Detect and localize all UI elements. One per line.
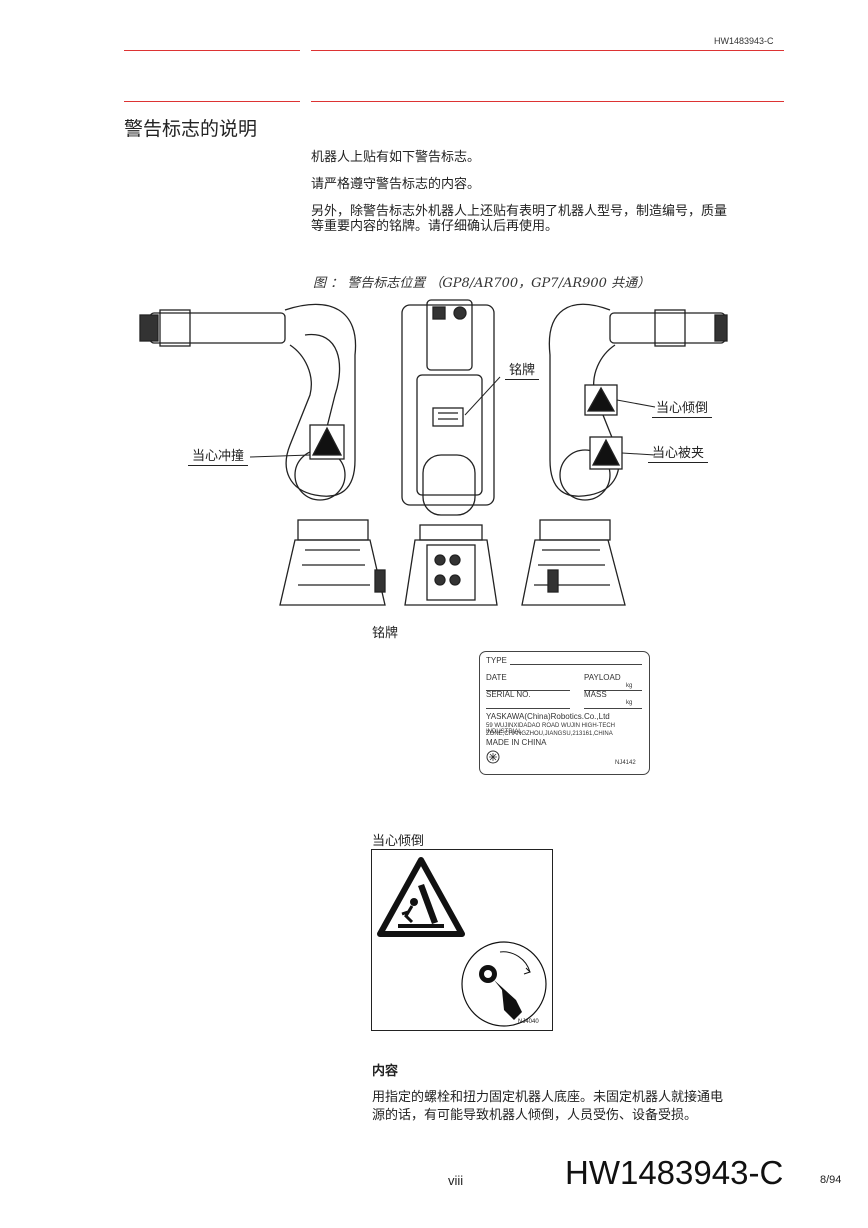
paragraph-3-line-2: 等重要内容的铭牌。请仔细确认后再使用。 xyxy=(311,219,559,234)
nameplate-mass: MASS xyxy=(584,690,607,699)
yaskawa-logo-icon xyxy=(486,750,500,764)
nameplate-type: TYPE xyxy=(486,656,507,665)
nameplate-payload-unit: kg xyxy=(626,683,633,689)
nameplate-serial-line xyxy=(486,708,570,709)
nameplate-date: DATE xyxy=(486,673,507,682)
tipover-warning-icon xyxy=(377,857,465,937)
nameplate-company: YASKAWA(China)Robotics.Co.,Ltd xyxy=(486,712,610,721)
nameplate-mass-unit: kg xyxy=(626,700,633,706)
footer-page-count: 8/94 xyxy=(820,1174,842,1186)
nameplate-heading: 铭牌 xyxy=(372,626,399,641)
nameplate-made-in: MADE IN CHINA xyxy=(486,738,547,747)
content-line-2: 源的话，有可能导致机器人倾倒，人员受伤、设备受损。 xyxy=(372,1108,698,1123)
callout-nameplate: 铭牌 xyxy=(505,359,540,380)
nameplate-address-2: ZONE,CHANGZHOU,JIANGSU,213161,CHINA xyxy=(486,731,613,737)
callout-collision: 当心冲撞 xyxy=(188,445,249,466)
nameplate-code: NJ4142 xyxy=(615,760,636,766)
robot-diagram xyxy=(139,299,728,606)
content-heading: 内容 xyxy=(372,1064,399,1079)
header-doc-id: HW1483943-C xyxy=(714,36,774,46)
footer-doc-id: HW1483943-C xyxy=(565,1154,784,1191)
nameplate-serial: SERIAL NO. xyxy=(486,690,531,699)
section-title: 警告标志的说明 xyxy=(124,118,258,140)
nameplate-address-1: 59 WUJINXIDADAO ROAD WUJIN HIGH-TECH IND… xyxy=(486,723,616,735)
robot-middle-view xyxy=(401,299,501,606)
warning-label: NJ4040 xyxy=(371,849,553,1031)
header-rule-right xyxy=(311,50,784,51)
paragraph-2: 请严格遵守警告标志的内容。 xyxy=(311,177,481,192)
callout-tipover: 当心倾倒 xyxy=(652,397,713,418)
nameplate: TYPE DATE PAYLOAD kg SERIAL NO. MASS kg … xyxy=(479,651,650,775)
figure-caption: 图 ： 警告标志位置 （GP8/AR700，GP7/AR900 共通） xyxy=(313,276,651,291)
nameplate-payload: PAYLOAD xyxy=(584,673,621,682)
nameplate-payload-line xyxy=(584,690,642,691)
warning-label-code: NJ4040 xyxy=(518,1019,539,1025)
section-rule-right xyxy=(311,101,784,102)
callout-pinch: 当心被夹 xyxy=(648,442,709,463)
footer-page-roman: viii xyxy=(448,1173,464,1188)
nameplate-type-line xyxy=(510,664,642,665)
header-rule-left xyxy=(124,50,300,51)
nameplate-date-line xyxy=(486,690,570,691)
paragraph-3-line-1: 另外，除警告标志外机器人上还贴有表明了机器人型号，制造编号，质量 xyxy=(311,204,728,219)
nameplate-mass-line xyxy=(584,708,642,709)
robot-right-view xyxy=(521,303,728,606)
content-line-1: 用指定的螺栓和扭力固定机器人底座。未固定机器人就接通电 xyxy=(372,1090,724,1105)
robot-left-view xyxy=(139,303,386,606)
paragraph-1: 机器人上贴有如下警告标志。 xyxy=(311,150,481,165)
fasten-bolt-icon xyxy=(461,941,547,1027)
section-rule-left xyxy=(124,101,300,102)
warning-label-heading: 当心倾倒 xyxy=(372,834,425,849)
